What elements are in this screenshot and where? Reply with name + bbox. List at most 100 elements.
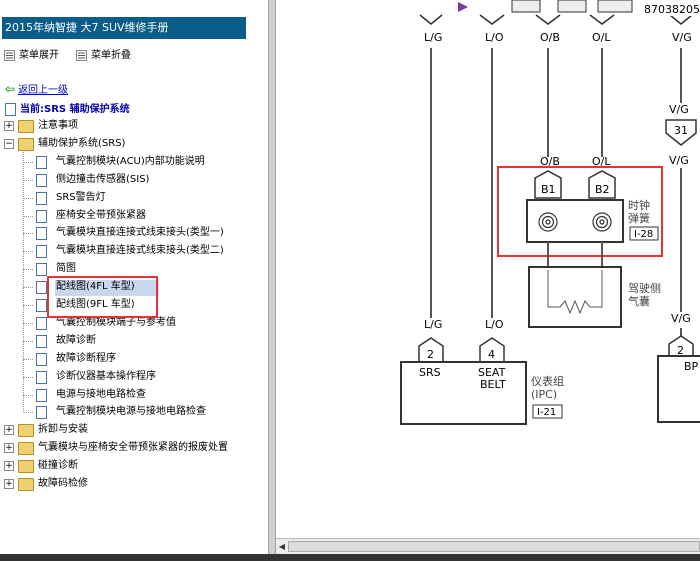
right-module-label: BP	[684, 360, 699, 373]
bottom-border	[0, 554, 700, 561]
page-icon	[36, 299, 47, 312]
tree-guide-line	[23, 149, 24, 413]
pin-b2-label: B2	[595, 183, 610, 196]
tree-expander-icon[interactable]: +	[4, 443, 14, 453]
tree-page-item[interactable]: 气囊控制模块电源与接地电路检查	[56, 406, 206, 417]
nav-button-2	[557, 0, 587, 13]
folder-icon	[18, 442, 34, 455]
page-icon	[36, 192, 47, 205]
tree-connector	[23, 359, 33, 360]
tree-page-item[interactable]: 侧边撞击传感器(SIS)	[56, 174, 150, 185]
scrollbar-thumb[interactable]	[288, 541, 700, 552]
tree-page-item[interactable]: 配线图(9FL 车型)	[56, 299, 135, 310]
pin-b1-shape	[534, 170, 562, 199]
folder-icon	[18, 138, 34, 151]
horizontal-scrollbar[interactable]: ◀	[276, 538, 700, 555]
folder-icon	[18, 478, 34, 491]
current-section-label: 当前:SRS 辅助保护系统	[20, 104, 130, 115]
navigation-pane: 2015年纳智捷 大7 SUV维修手册 菜单展开 菜单折叠 ⇦返回上一级 当前:…	[0, 0, 268, 561]
tree-page-item[interactable]: 气囊模块直接连接式线束接头(类型一)	[56, 227, 224, 238]
play-icon	[458, 2, 468, 12]
annotation-highlight-box-diagram	[497, 166, 663, 257]
tree-page-item[interactable]: 简图	[56, 263, 76, 274]
tree-connector	[23, 341, 33, 342]
wire-label-ol: O/L	[592, 31, 611, 44]
menu-collapse-label: 菜单折叠	[91, 50, 131, 61]
page-icon	[36, 245, 47, 258]
tree-folder-item[interactable]: 故障码检修	[38, 478, 88, 489]
top-connector-ol	[589, 14, 615, 25]
clock-spring-ref-box	[629, 226, 659, 241]
tree-page-item[interactable]: 配线图(4FL 车型)	[56, 281, 135, 292]
tree-connector	[23, 377, 33, 378]
tree-connector	[23, 180, 33, 181]
right-pin-2: 2	[677, 344, 684, 357]
pane-splitter[interactable]	[268, 0, 276, 561]
page-icon	[36, 281, 47, 294]
tree-connector	[23, 233, 33, 234]
tree-expander-icon[interactable]: −	[4, 139, 14, 149]
tree-connector	[23, 412, 33, 413]
menu-collapse-button[interactable]: 菜单折叠	[76, 46, 131, 61]
top-connector-lg	[419, 14, 443, 25]
tree-folder-item[interactable]: 拆卸与安装	[38, 424, 88, 435]
back-link[interactable]: ⇦返回上一级	[5, 81, 68, 96]
tree-page-item[interactable]: 故障诊断程序	[56, 353, 116, 364]
pin-b2-shape	[588, 170, 616, 199]
tree-expander-icon[interactable]: +	[4, 479, 14, 489]
page-icon	[36, 389, 47, 402]
tree-connector	[23, 162, 33, 163]
wire-label-ob: O/B	[540, 31, 560, 44]
scroll-left-icon[interactable]: ◀	[278, 542, 286, 551]
tree-page-item[interactable]: 故障诊断	[56, 335, 96, 346]
folder-icon	[18, 424, 34, 437]
ipc-label: 仪表组(IPC)	[531, 374, 564, 401]
tree-page-item[interactable]: 诊断仪器基本操作程序	[56, 371, 156, 382]
tree-page-item[interactable]: 气囊控制模块端子与参考值	[56, 317, 176, 328]
connector-31-shape	[665, 119, 697, 146]
tree-page-item[interactable]: 气囊控制模块(ACU)内部功能说明	[56, 156, 205, 167]
wire-label-vg-2: V/G	[669, 103, 689, 116]
right-pin-2-shape	[668, 335, 694, 357]
nav-button-3	[597, 0, 633, 13]
tree-expander-icon[interactable]: +	[4, 461, 14, 471]
tree-folder-item[interactable]: 气囊模块与座椅安全带预张紧器的报废处置	[38, 442, 228, 453]
ipc-pin-4-shape	[479, 337, 505, 363]
menu-expand-button[interactable]: 菜单展开	[4, 46, 59, 61]
clock-spring-label: 时钟弹簧	[628, 198, 650, 225]
clock-spring-box	[526, 199, 624, 243]
ipc-srs-label: SRS	[419, 366, 441, 379]
menu-collapse-icon	[76, 49, 87, 61]
driver-airbag-box	[528, 266, 622, 328]
tree-page-item[interactable]: SRS警告灯	[56, 192, 106, 203]
tree-page-item[interactable]: 气囊模块直接连接式线束接头(类型二)	[56, 245, 224, 256]
ipc-pin-2-shape	[418, 337, 444, 363]
tree-connector	[23, 287, 33, 288]
tree-folder-item[interactable]: 注意事项	[38, 120, 78, 131]
right-module-box	[657, 355, 700, 423]
ipc-ref: I-21	[537, 407, 556, 418]
page-icon	[36, 317, 47, 330]
tree-page-item[interactable]: 电源与接地电路检查	[56, 389, 146, 400]
ipc-pin-4: 4	[488, 348, 495, 361]
ipc-box	[400, 361, 527, 425]
wire-label-ob-2: O/B	[540, 155, 560, 168]
tree-expander-icon[interactable]: +	[4, 425, 14, 435]
page-icon	[36, 371, 47, 384]
page-icon	[36, 174, 47, 187]
page-icon	[36, 227, 47, 240]
pin-b1-label: B1	[541, 183, 556, 196]
wire-label-lg-2: L/G	[424, 318, 442, 331]
current-section: 当前:SRS 辅助保护系统	[5, 100, 130, 116]
folder-icon	[18, 120, 34, 133]
tree-folder-item[interactable]: 辅助保护系统(SRS)	[38, 138, 126, 149]
clock-spring-ref: I-28	[634, 229, 653, 240]
driver-airbag-label: 驾驶侧气囊	[628, 281, 661, 308]
folder-icon	[18, 460, 34, 473]
tree-folder-item[interactable]: 碰撞诊断	[38, 460, 78, 471]
tree-expander-icon[interactable]: +	[4, 121, 14, 131]
page-icon	[36, 335, 47, 348]
tree-page-item[interactable]: 座椅安全带预张紧器	[56, 210, 146, 221]
top-connector-vg	[669, 14, 693, 25]
